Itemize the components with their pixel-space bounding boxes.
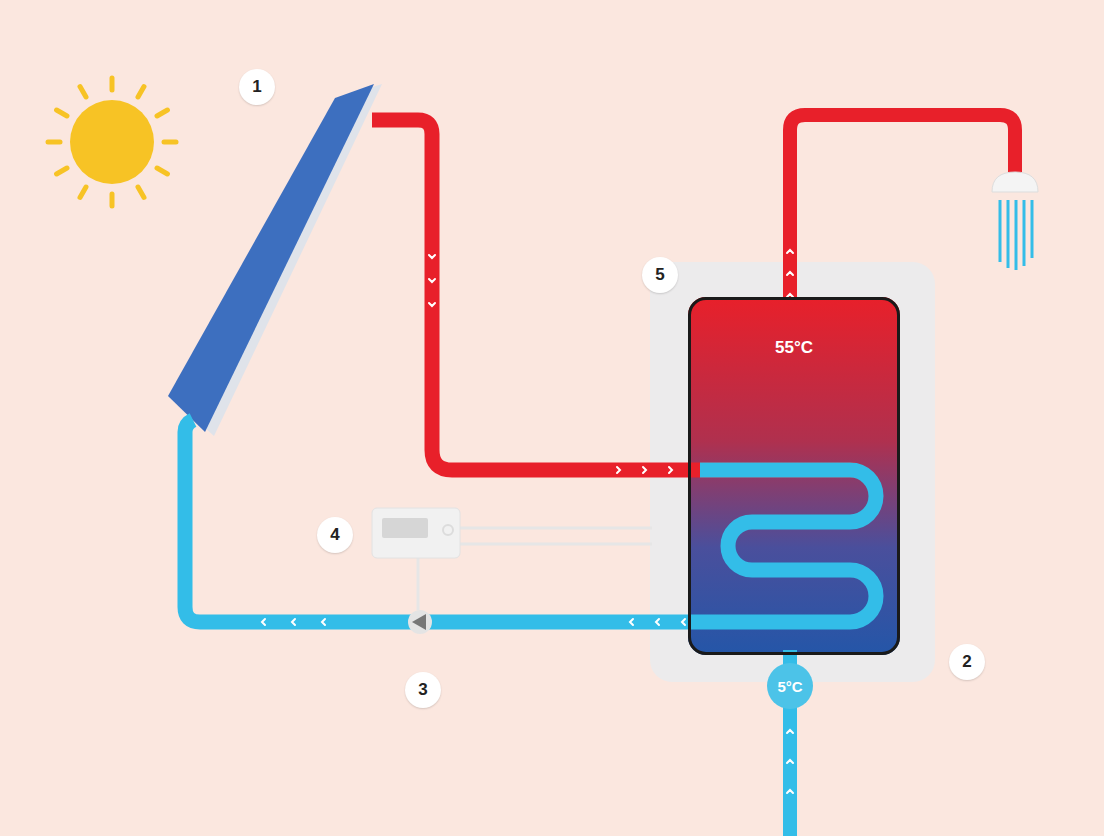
sun bbox=[48, 78, 176, 206]
flow-arrows bbox=[262, 250, 793, 793]
storage-tank: 55°C bbox=[688, 297, 900, 655]
callout-number: 4 bbox=[317, 517, 353, 553]
callout-number: 2 bbox=[949, 644, 985, 680]
tank-fill bbox=[688, 297, 900, 655]
solar-return-pipe bbox=[185, 420, 700, 622]
solar-collector bbox=[168, 84, 382, 436]
callout-number: 3 bbox=[405, 672, 441, 708]
controller bbox=[372, 508, 652, 610]
hot-outlet-pipe bbox=[790, 115, 1015, 300]
heat-exchanger-coil bbox=[700, 470, 876, 622]
callout-number: 5 bbox=[642, 257, 678, 293]
pump bbox=[408, 610, 432, 634]
temperature-label: 5°C bbox=[777, 678, 802, 695]
inlet-temperature-bubble: 5°C bbox=[767, 663, 813, 709]
temperature-label: 55°C bbox=[691, 338, 897, 358]
shower-head bbox=[992, 172, 1038, 270]
solar-flow-pipe bbox=[372, 120, 855, 470]
callout-number: 1 bbox=[239, 69, 275, 105]
